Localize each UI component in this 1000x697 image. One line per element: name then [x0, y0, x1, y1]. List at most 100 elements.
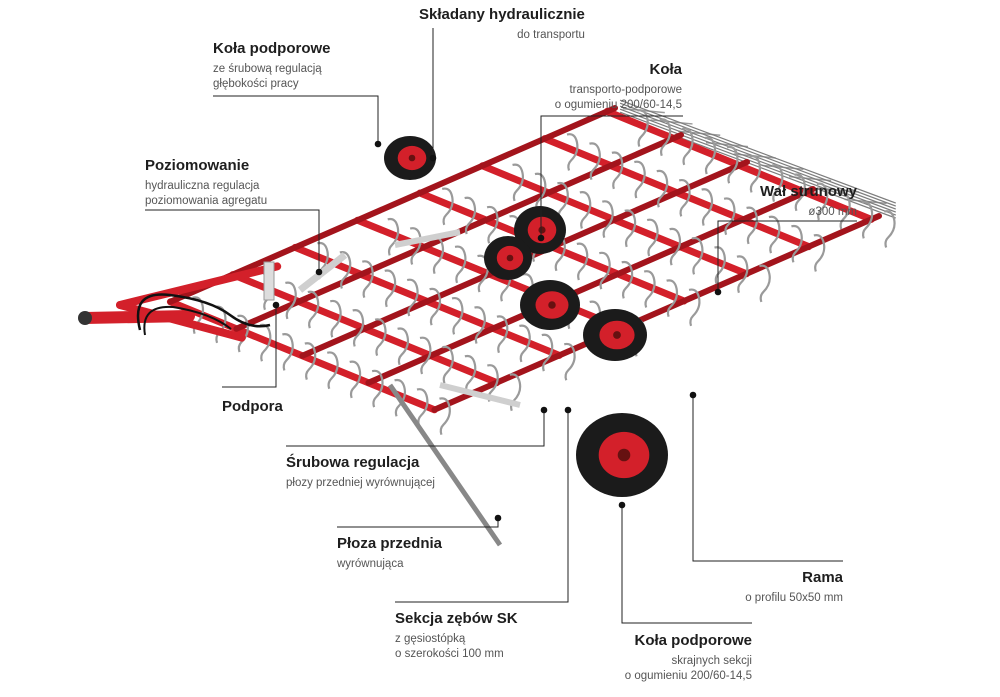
leader-wheels-transport-dot	[537, 234, 545, 242]
spring-tine	[816, 182, 829, 221]
leader-front-skid	[337, 518, 499, 528]
spring-tine	[397, 327, 410, 366]
spring-tine	[714, 246, 726, 284]
leader-support-wheels-bottom	[621, 505, 752, 624]
spring-tine	[349, 360, 362, 399]
label-tine-section: Sekcja zębów SK z gęsiostópką o szerokoś…	[395, 610, 518, 662]
spring-tine	[282, 333, 294, 371]
spring-tine	[768, 215, 781, 254]
spring-tine	[441, 187, 454, 226]
spring-tine	[634, 160, 646, 199]
label-leveling-desc-2: poziomowania agregatu	[145, 195, 268, 208]
label-leveling-title: Poziomowanie	[145, 157, 250, 174]
spring-tine	[454, 245, 467, 284]
label-frame-desc-1: o profilu 50x50 mm	[745, 591, 843, 604]
frame-longitudinal-beam	[431, 213, 882, 413]
spring-tine	[621, 260, 634, 299]
label-string-roller-title: Wał strunowy	[760, 183, 857, 200]
spring-tine	[451, 296, 464, 335]
leader-folding-dot	[429, 154, 437, 162]
leader-screw-adjust	[286, 410, 545, 447]
frame-longitudinal-beam	[365, 186, 816, 386]
label-support-wheels-top-desc-2: głębokości pracy	[213, 78, 299, 91]
hitch-eye	[78, 311, 92, 325]
leader-leveling-dot	[315, 268, 323, 276]
spring-tine	[474, 306, 486, 344]
spring-tine	[666, 279, 679, 318]
folding-cylinder	[439, 382, 521, 408]
spring-tine	[749, 155, 761, 193]
label-front-skid-desc-1: wyrównująca	[337, 557, 404, 570]
spring-tine	[681, 127, 694, 166]
callout-leader-lines	[145, 28, 857, 624]
label-string-roller-desc-1: ø300 mm	[808, 205, 857, 218]
leader-leveling	[145, 209, 320, 272]
spring-tine	[541, 333, 554, 372]
spring-tine	[736, 255, 749, 294]
spring-tine	[429, 287, 442, 326]
spring-tine	[387, 217, 400, 256]
spring-tine	[576, 242, 589, 281]
label-screw-adjust: Śrubowa regulacja płozy przedniej wyrówn…	[286, 454, 435, 490]
label-tine-section-desc-2: o szerokości 100 mm	[395, 648, 504, 661]
spring-tine	[519, 324, 531, 363]
spring-tine	[794, 173, 806, 212]
transport-wheel-hub	[506, 254, 514, 262]
hydraulic-hose	[136, 293, 271, 331]
spring-tine	[339, 251, 352, 289]
support-wheel-top-hub	[408, 154, 416, 162]
label-stand: Podpora	[222, 398, 283, 417]
label-tine-section-title: Sekcja zębów SK	[395, 610, 518, 627]
spring-tine	[759, 264, 771, 303]
spring-tine	[701, 188, 714, 226]
roller-string	[619, 99, 897, 204]
cultivator-machine	[78, 99, 897, 547]
label-folding-desc-1: do transportu	[517, 28, 585, 41]
spring-tine	[602, 200, 614, 239]
folding-cylinder	[394, 229, 461, 248]
spring-tine	[384, 269, 397, 308]
spring-tine	[691, 236, 704, 275]
spring-tine	[371, 369, 384, 408]
leveling-cylinder	[297, 252, 348, 293]
label-leveling-desc-1: hydrauliczna regulacja	[145, 179, 260, 192]
spring-tine	[486, 205, 499, 244]
stand-post	[263, 261, 275, 301]
spring-tine	[374, 318, 387, 356]
label-support-wheels-bottom-desc-1: skrajnych sekcji	[671, 654, 752, 667]
label-string-roller: Wał strunowy ø300 mm	[760, 183, 857, 219]
label-screw-adjust-title: Śrubowa regulacja	[286, 454, 420, 471]
leader-support-wheels-bottom-dot	[618, 501, 626, 509]
spring-tine	[656, 169, 669, 208]
label-support-wheels-bottom: Koła podporowe skrajnych sekcji o ogumie…	[625, 632, 752, 684]
spring-tine	[406, 278, 419, 317]
transport-wheel-hub	[538, 226, 546, 234]
front-skid	[387, 383, 503, 547]
spring-tine	[326, 351, 339, 390]
leader-screw-adjust-dot	[540, 406, 548, 414]
leader-support-wheels-top-dot	[374, 140, 382, 148]
spring-tine	[394, 378, 407, 417]
drawbar-arm	[116, 301, 246, 342]
spring-tine	[678, 178, 691, 217]
leader-string-roller-dot	[714, 288, 722, 296]
spring-tine	[329, 299, 342, 338]
leader-frame	[692, 395, 843, 562]
label-leveling: Poziomowanie hydrauliczna regulacja pozi…	[145, 157, 267, 209]
spring-tine	[791, 224, 803, 263]
label-support-wheels-bottom-title: Koła podporowe	[634, 632, 753, 649]
label-front-skid-title: Płoza przednia	[337, 535, 443, 552]
roller-string	[619, 105, 897, 210]
label-support-wheels-top: Koła podporowe ze śrubową regulacją głęb…	[213, 40, 331, 92]
spring-tine	[416, 388, 429, 426]
spring-tine	[723, 197, 736, 236]
label-wheels-transport-desc-1: transporto-podporowe	[569, 83, 682, 96]
spring-tine	[839, 191, 851, 230]
spring-tine	[726, 145, 739, 184]
spring-tine	[512, 163, 524, 202]
label-wheels-transport: Koła transporto-podporowe o ogumieniu 20…	[555, 61, 682, 113]
spring-tine	[704, 136, 717, 175]
label-support-wheels-top-title: Koła podporowe	[213, 40, 331, 57]
leader-tine-section	[395, 410, 569, 603]
label-frame: Rama o profilu 50x50 mm	[745, 569, 843, 605]
